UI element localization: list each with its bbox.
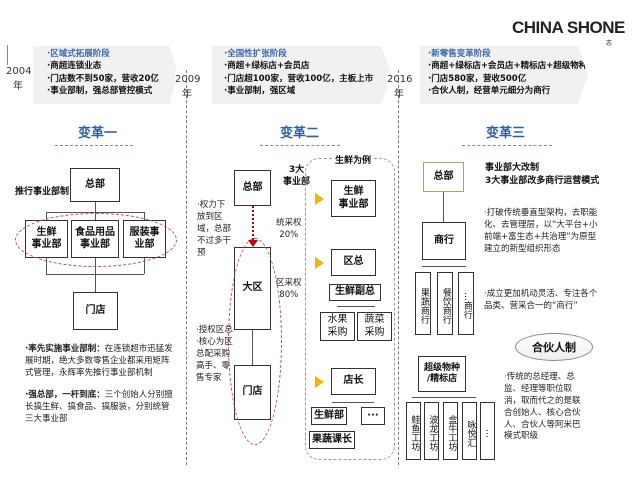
workshop-3: 盒牛工坊 <box>443 402 458 460</box>
firm-box: 商行 <box>422 222 466 260</box>
divider <box>398 70 399 465</box>
workshop-1: 鲑鱼工坊 <box>406 402 421 460</box>
veg-purchasing-box: 蔬菜 采购 <box>357 312 392 341</box>
stage-title: ·全国性扩张阶段 <box>224 49 287 59</box>
regional-purchasing-rights: 区采权 80% <box>276 278 302 300</box>
divisions-label: 3大 事业部 <box>283 165 311 187</box>
hq-box: 总部 <box>234 170 271 206</box>
example-title: 生鲜为例 <box>333 153 374 166</box>
reform2-note-1: ·权力下放到区域，总部不过多干预 <box>197 200 232 258</box>
stage-item: ·门店数不到50家，营收20亿 <box>47 73 159 84</box>
year-2004: 2004 年 <box>6 64 32 94</box>
year: 2016 <box>387 74 413 85</box>
stage-item: ·事业部制，强区域 <box>224 85 296 96</box>
note-bold: ·强总部，一杆到底： <box>25 390 105 400</box>
stage-item: ·门店580家，营收500亿 <box>428 73 527 84</box>
connector <box>337 306 375 307</box>
pointer-arrow-icon <box>315 376 324 388</box>
note-text: 三个创始人分别擅长搞生鲜、搞食品、搞服装，分别统管三大事业部 <box>25 390 173 424</box>
year: 2004 <box>6 66 32 77</box>
stage-title: ·区域式拓展阶段 <box>47 49 110 59</box>
fresh-dept-box: 生鲜部 <box>311 407 347 425</box>
title-underline <box>462 145 552 146</box>
stage-arrow-1: ·区域式拓展阶段 ·商超连锁业态·门店数不到50家，营收20亿·事业部制，强总部管… <box>33 46 178 104</box>
connector <box>332 402 374 403</box>
reform3-heading: 事业部大改制 3大事业部改多商行运营模式 <box>485 162 599 187</box>
stage-arrow-2: ·全国性扩张阶段 ·商超+绿标店+会员店·门店超100家，营收100亿，主板上市·… <box>212 46 392 104</box>
store-manager-box: 店长 <box>331 368 376 395</box>
firm-other: …商行 <box>458 272 474 335</box>
workshop-more: … <box>480 402 495 460</box>
stage-item: ·合伙人制，经营单元细分为商行 <box>428 85 551 96</box>
stage-item: ·门店超100家，营收100亿，主板上市 <box>224 73 374 84</box>
year-2009: 2009 年 <box>175 72 201 102</box>
timeline-start-bar <box>7 45 8 65</box>
fresh-division-box: 生鲜 事业部 <box>331 180 376 217</box>
connector <box>443 192 444 222</box>
title-underline <box>55 145 133 146</box>
logo: CHINA SHONE <box>512 18 625 37</box>
logo-sub: 志 <box>606 40 613 47</box>
note-bold: ·率先实施事业部制： <box>25 344 105 354</box>
fresh-vp-box: 生鲜副总 <box>329 284 381 301</box>
pointer-arrow-icon <box>315 193 324 205</box>
highlight-ellipse <box>228 238 282 445</box>
workshop-2: 波龙工坊 <box>424 402 439 460</box>
firm-produce: 果蔬商行 <box>415 272 431 335</box>
reform1-label: 推行事业部制 <box>15 187 70 197</box>
heading-1: 事业部大改制 <box>485 163 540 173</box>
highlight-ellipse <box>15 213 177 267</box>
reform2-title: 变革二 <box>280 126 320 141</box>
reform3-bullet-3: ·传统的总经理、总监、经理等职位取消，取而代之的是联合创始人、核心合伙人、合伙人… <box>504 372 581 442</box>
reform3-title: 变革三 <box>486 126 526 141</box>
reform3-bullet-1: ·打破传统垂直型架构，去职能化、去管理层，以“大平台+小前端+富生态+共治理”为… <box>484 208 598 254</box>
reform1-note-2: ·强总部，一杆到底：三个创始人分别擅长搞生鲜、搞食品、搞服装，分别统管三大事业部 <box>25 390 175 426</box>
workshop-4: 咏悦汇 <box>462 402 477 460</box>
stage-title: ·新零售变革阶段 <box>428 49 491 59</box>
more-box: ··· <box>361 407 385 425</box>
heading-2: 3大事业部改多商行运营模式 <box>485 175 600 186</box>
super-species-box: 超级物种 /精标店 <box>418 356 466 392</box>
connector <box>422 266 466 267</box>
year-unit: 年 <box>182 89 192 100</box>
title-underline <box>260 145 340 146</box>
hq-box: 总部 <box>70 168 120 202</box>
year-unit: 年 <box>394 89 404 100</box>
stage-item: ·商超连锁业态 <box>47 61 102 72</box>
connector <box>46 274 144 275</box>
reform1-note-1: ·率先实施事业部制：在连锁超市迅猛发展时期，绝大多数零售企业都采用矩阵式管理，永… <box>25 344 175 380</box>
year-unit: 年 <box>13 81 23 92</box>
firm-catering: 餐饮商行 <box>437 272 453 335</box>
reform2-note-2: ·授权区总 ·核心为区总配采购高手、零售专家 <box>196 325 233 383</box>
partner-system-badge: 合伙人制 <box>515 333 593 361</box>
stage-item: ·事业部制，强总部管控模式 <box>47 85 153 96</box>
hq-box: 总部 <box>423 162 464 192</box>
year-2016: 2016 年 <box>387 72 413 102</box>
region-head-box: 区总 <box>331 249 376 276</box>
connector <box>412 397 476 398</box>
section-manager-box: 果蔬课长 <box>309 431 355 449</box>
year: 2009 <box>175 74 201 85</box>
central-purchasing-rights: 统采权 20% <box>276 218 302 240</box>
pointer-arrow-icon <box>315 257 324 269</box>
reform3-bullet-2: ·成立更加机动灵活、专注各个品类、营采合一的“商行” <box>484 289 598 311</box>
reform1-title: 变革一 <box>78 126 118 141</box>
stage-item: ·商超+绿标店+会员店+精标店+超级物种 <box>428 61 588 72</box>
fruit-purchasing-box: 水果 采购 <box>320 312 355 341</box>
store-box: 门店 <box>73 292 118 330</box>
divider <box>186 70 187 465</box>
delegation-arrow <box>252 206 254 244</box>
stage-item: ·商超+绿标店+会员店 <box>224 61 310 72</box>
stage-arrow-3: ·新零售变革阶段 ·商超+绿标店+会员店+精标店+超级物种·门店580家，营收50… <box>420 46 588 104</box>
note-text: 在连锁超市迅猛发展时期，绝大多数零售企业都采用矩阵式管理，永辉率先推行事业部机制 <box>25 344 173 378</box>
